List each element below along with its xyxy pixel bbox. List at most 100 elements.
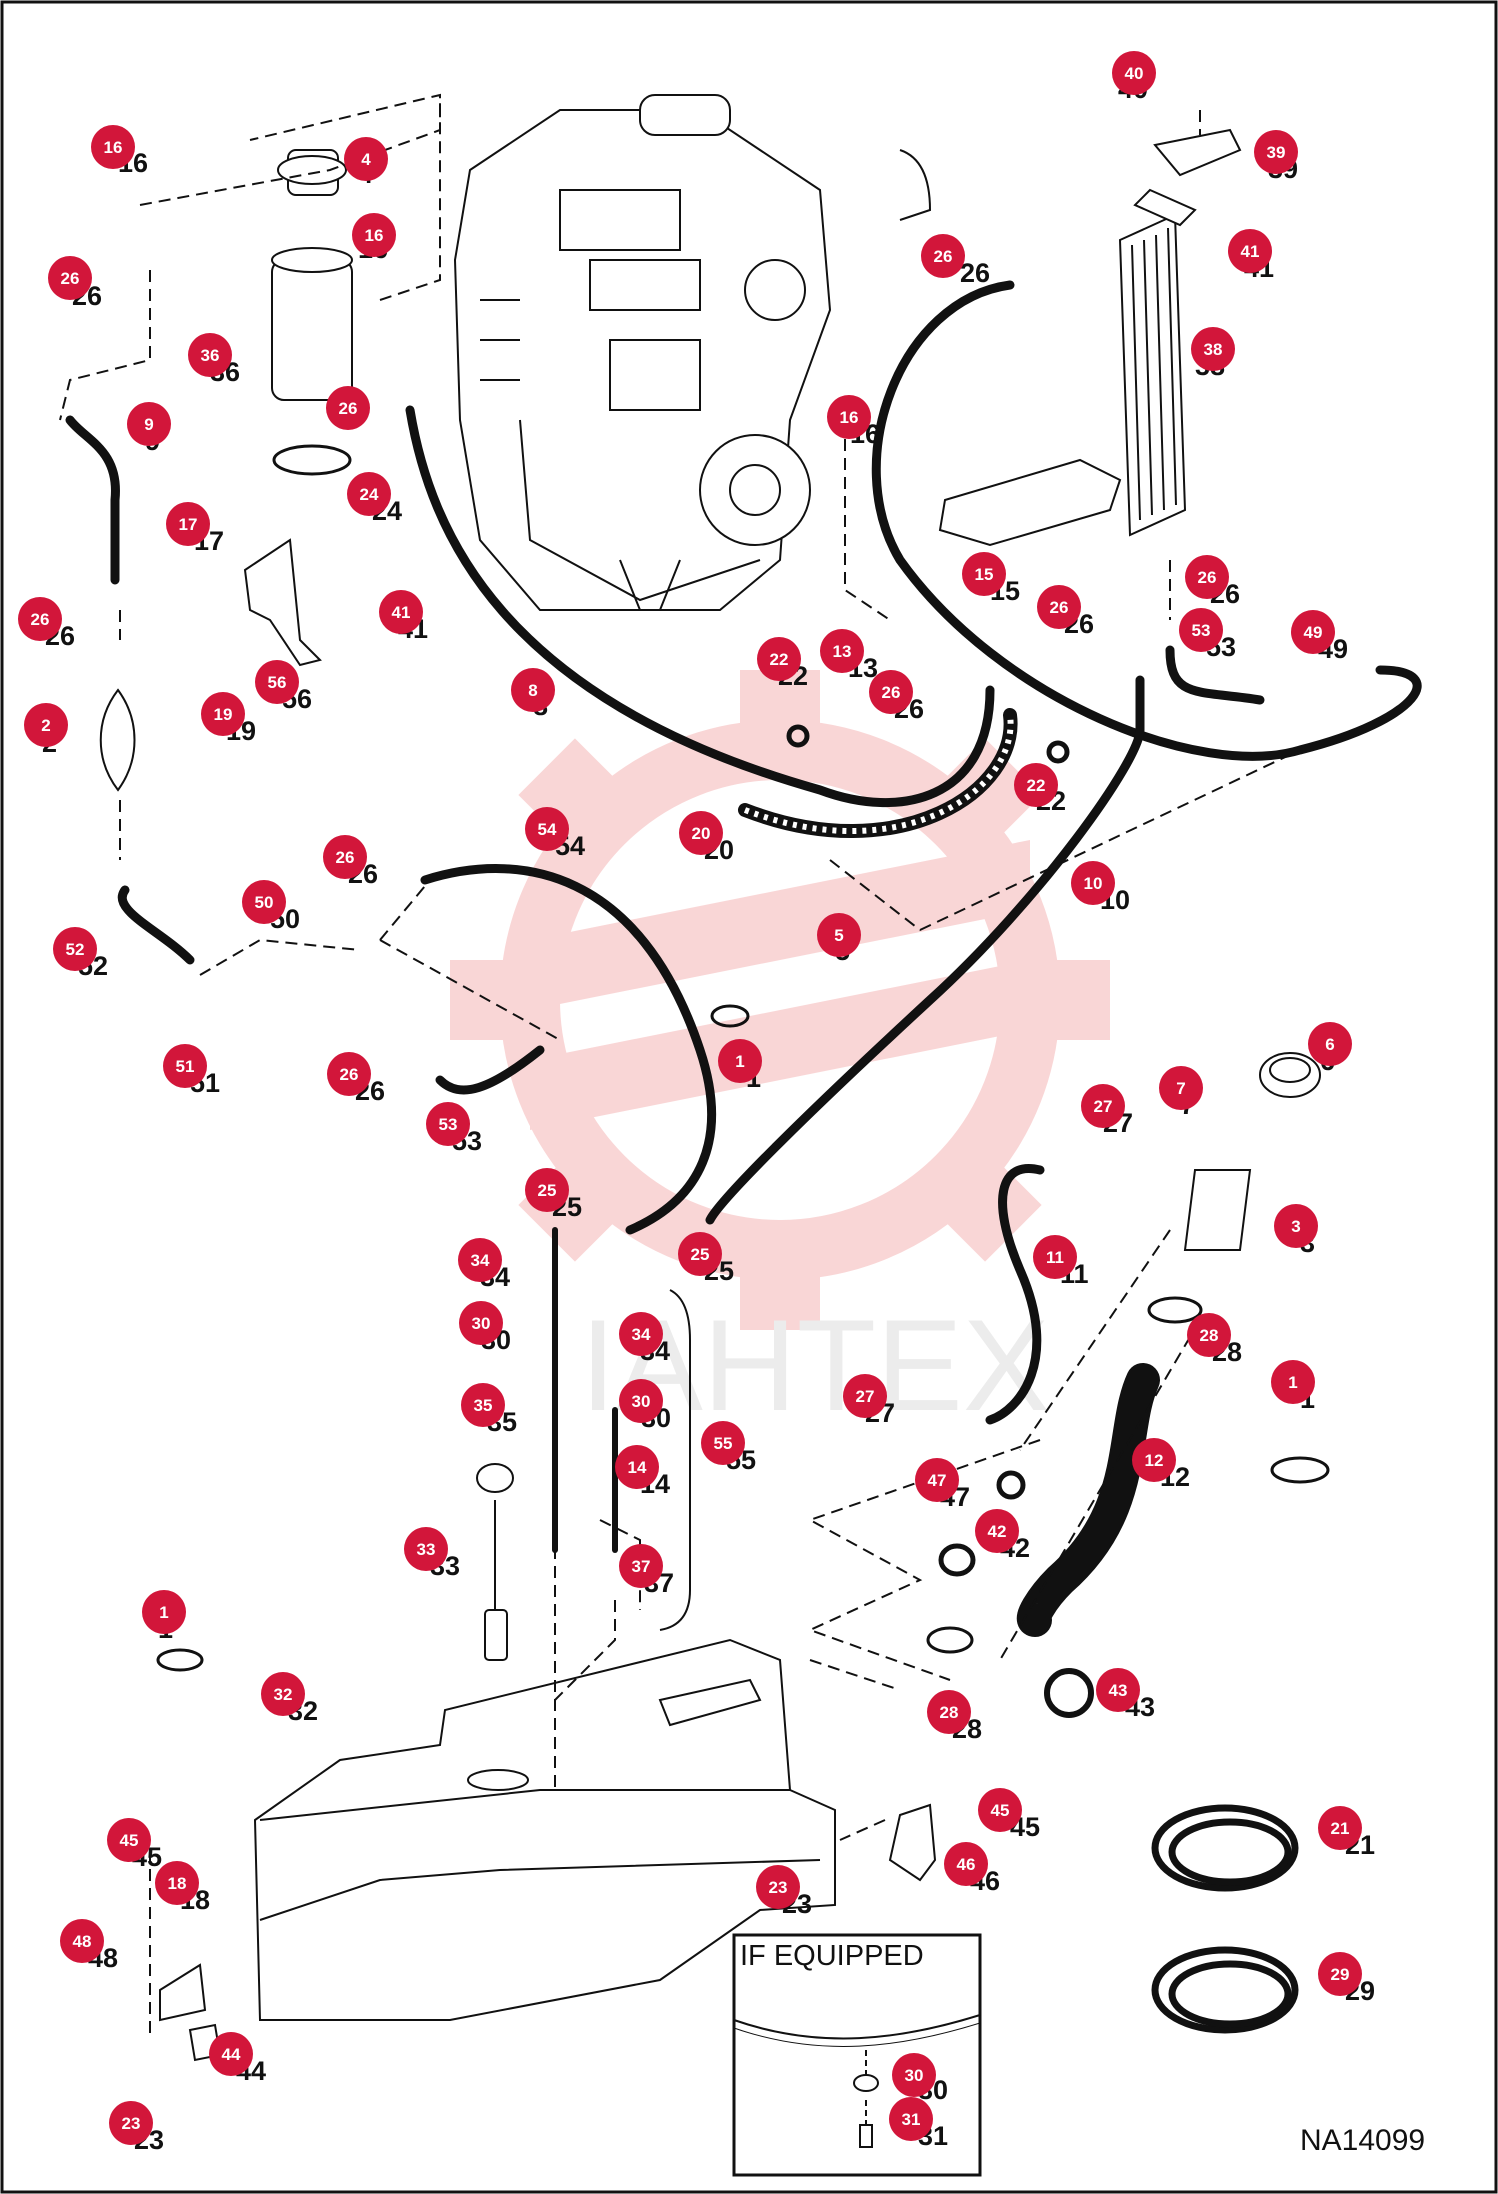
callout-badge-47[interactable]: 47 xyxy=(915,1458,959,1502)
callout-badge-19[interactable]: 19 xyxy=(201,692,245,736)
callout-badge-33[interactable]: 33 xyxy=(404,1527,448,1571)
callout-badge-26[interactable]: 26 xyxy=(1185,555,1229,599)
callout-badge-25[interactable]: 25 xyxy=(678,1232,722,1276)
callout-badge-27[interactable]: 27 xyxy=(1081,1084,1125,1128)
callout-badge-4[interactable]: 4 xyxy=(344,137,388,181)
callout-badge-16[interactable]: 16 xyxy=(352,213,396,257)
callout-badge-13[interactable]: 13 xyxy=(820,629,864,673)
callout-circle xyxy=(511,668,555,712)
callout-badge-25[interactable]: 25 xyxy=(525,1168,569,1212)
callout-circle xyxy=(679,811,723,855)
callout-badge-12[interactable]: 12 xyxy=(1132,1438,1176,1482)
callout-badge-41[interactable]: 41 xyxy=(1228,229,1272,273)
callout-badge-22[interactable]: 22 xyxy=(1014,763,1058,807)
callout-badge-3[interactable]: 3 xyxy=(1274,1204,1318,1248)
callout-badge-34[interactable]: 34 xyxy=(619,1312,663,1356)
callout-badge-30[interactable]: 30 xyxy=(892,2053,936,2097)
callout-circle xyxy=(757,637,801,681)
callout-badge-40[interactable]: 40 xyxy=(1112,51,1156,95)
callout-badge-9[interactable]: 9 xyxy=(127,402,171,446)
callout-badge-15[interactable]: 15 xyxy=(962,552,1006,596)
callout-badge-45[interactable]: 45 xyxy=(107,1818,151,1862)
callout-badge-10[interactable]: 10 xyxy=(1071,861,1115,905)
callout-number: 26 xyxy=(31,610,50,629)
callout-badge-26[interactable]: 26 xyxy=(326,386,370,430)
group-bracket-55 xyxy=(659,1289,691,1631)
callout-badge-23[interactable]: 23 xyxy=(109,2101,153,2145)
callout-number: 35 xyxy=(474,1396,493,1415)
callout-badge-54[interactable]: 54 xyxy=(525,807,569,851)
callout-badge-6[interactable]: 6 xyxy=(1308,1022,1352,1066)
callout-badge-56[interactable]: 56 xyxy=(255,660,299,704)
callout-badge-14[interactable]: 14 xyxy=(615,1445,659,1489)
callout-badge-39[interactable]: 39 xyxy=(1254,130,1298,174)
callout-badge-2[interactable]: 2 xyxy=(24,703,68,747)
callout-badge-26[interactable]: 26 xyxy=(323,835,367,879)
callout-badge-41[interactable]: 41 xyxy=(379,590,423,634)
callout-badge-11[interactable]: 11 xyxy=(1033,1235,1077,1279)
callout-circle xyxy=(60,1919,104,1963)
callout-badge-26[interactable]: 26 xyxy=(1037,585,1081,629)
callout-badge-24[interactable]: 24 xyxy=(347,472,391,516)
callout-number: 23 xyxy=(122,2114,141,2133)
callout-number: 11 xyxy=(1046,1248,1064,1267)
callout-number: 10 xyxy=(1084,874,1103,893)
callout-badge-20[interactable]: 20 xyxy=(679,811,723,855)
callout-badge-50[interactable]: 50 xyxy=(242,880,286,924)
callout-badge-31[interactable]: 31 xyxy=(889,2097,933,2141)
callout-badge-51[interactable]: 51 xyxy=(163,1044,207,1088)
callout-badge-22[interactable]: 22 xyxy=(757,637,801,681)
callout-badge-7[interactable]: 7 xyxy=(1159,1066,1203,1110)
callout-badge-18[interactable]: 18 xyxy=(155,1861,199,1905)
callout-badge-16[interactable]: 16 xyxy=(91,125,135,169)
callout-badge-55[interactable]: 55 xyxy=(701,1421,745,1465)
callout-badge-30[interactable]: 30 xyxy=(619,1379,663,1423)
callout-badge-35[interactable]: 35 xyxy=(461,1383,505,1427)
callout-badge-1[interactable]: 1 xyxy=(142,1590,186,1634)
callout-badge-38[interactable]: 38 xyxy=(1191,327,1235,371)
callout-number: 27 xyxy=(856,1387,875,1406)
callout-badge-28[interactable]: 28 xyxy=(1187,1313,1231,1357)
callout-badge-26[interactable]: 26 xyxy=(869,670,913,714)
callout-badge-46[interactable]: 46 xyxy=(944,1842,988,1886)
callout-badge-37[interactable]: 37 xyxy=(619,1544,663,1588)
callout-badge-44[interactable]: 44 xyxy=(209,2032,253,2076)
callout-badge-26[interactable]: 26 xyxy=(327,1052,371,1096)
callout-number: 16 xyxy=(365,226,384,245)
callout-number: 48 xyxy=(73,1932,92,1951)
callout-badge-30[interactable]: 30 xyxy=(459,1301,503,1345)
callout-badge-53[interactable]: 53 xyxy=(1179,608,1223,652)
callout-number: 40 xyxy=(1125,64,1144,83)
callout-badge-1[interactable]: 1 xyxy=(1271,1360,1315,1404)
callout-badge-26[interactable]: 26 xyxy=(18,597,62,641)
callout-badge-34[interactable]: 34 xyxy=(458,1238,502,1282)
callout-badge-16[interactable]: 16 xyxy=(827,395,871,439)
callout-badge-28[interactable]: 28 xyxy=(927,1690,971,1734)
callout-badge-26[interactable]: 26 xyxy=(921,234,965,278)
callout-badge-53[interactable]: 53 xyxy=(426,1102,470,1146)
callout-circle xyxy=(1274,1204,1318,1248)
callout-badge-26[interactable]: 26 xyxy=(48,256,92,300)
callout-badge-43[interactable]: 43 xyxy=(1096,1668,1140,1712)
callout-badge-8[interactable]: 8 xyxy=(511,668,555,712)
callout-badge-52[interactable]: 52 xyxy=(53,927,97,971)
callout-badge-21[interactable]: 21 xyxy=(1318,1806,1362,1850)
callout-badge-45[interactable]: 45 xyxy=(978,1788,1022,1832)
callout-badge-1[interactable]: 1 xyxy=(718,1039,762,1083)
engine xyxy=(453,94,932,611)
callout-badge-27[interactable]: 27 xyxy=(843,1374,887,1418)
callout-badge-29[interactable]: 29 xyxy=(1318,1952,1362,1996)
callout-badge-23[interactable]: 23 xyxy=(756,1865,800,1909)
callout-badge-49[interactable]: 49 xyxy=(1291,610,1335,654)
callout-badge-17[interactable]: 17 xyxy=(166,502,210,546)
callout-number: 15 xyxy=(975,565,994,584)
callout-badge-42[interactable]: 42 xyxy=(975,1509,1019,1553)
callout-badge-48[interactable]: 48 xyxy=(60,1919,104,1963)
callout-circle xyxy=(817,913,861,957)
callout-badge-32[interactable]: 32 xyxy=(261,1672,305,1716)
callout-number: 26 xyxy=(1198,568,1217,587)
callout-badge-36[interactable]: 36 xyxy=(188,333,232,377)
callout-badge-5[interactable]: 5 xyxy=(817,913,861,957)
callout-circle xyxy=(142,1590,186,1634)
callout-circle xyxy=(426,1102,470,1146)
